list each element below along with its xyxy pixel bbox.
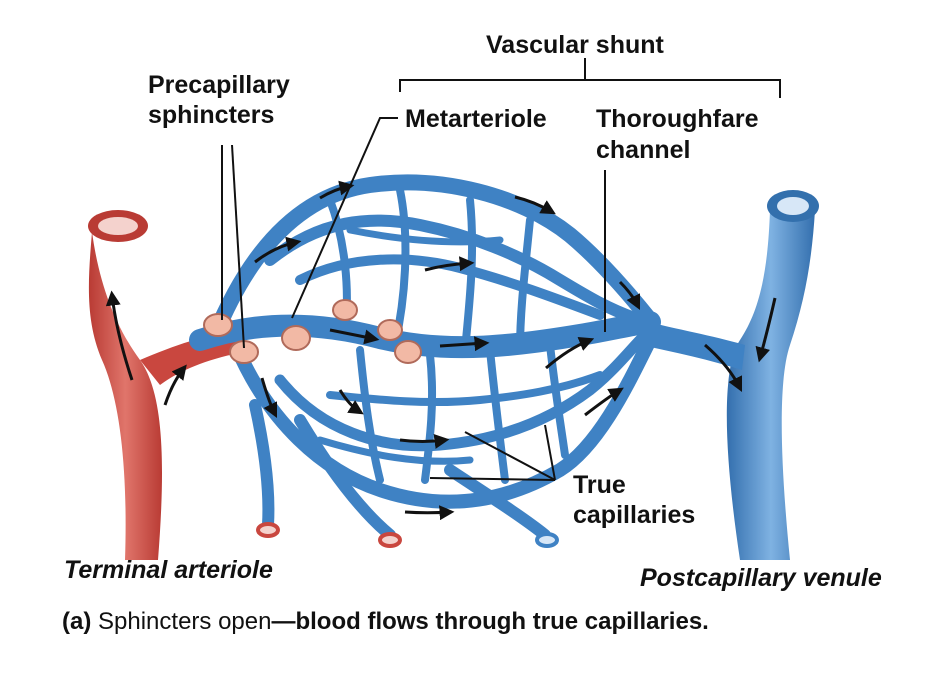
terminal-arteriole-vessel (88, 210, 245, 560)
postcapillary-venule-label: Postcapillary venule (640, 564, 882, 592)
flow-arrow-icon (338, 389, 364, 415)
flow-arrow-icon (584, 387, 624, 417)
flow-arrow-icon (163, 364, 187, 406)
true-capillaries-label-line2: capillaries (573, 501, 696, 529)
precapillary-sphincters-label-line1: Precapillary (148, 71, 290, 99)
precapillary-sphincters (203, 299, 422, 364)
flow-arrow-icon (260, 377, 278, 419)
flow-arrow-icon (514, 195, 556, 215)
leader-lines (221, 58, 781, 481)
caption-tag: (a) (62, 608, 92, 635)
terminal-arteriole-label: Terminal arteriole (64, 556, 273, 584)
metarteriole-label: Metarteriole (405, 105, 547, 133)
thoroughfare-channel-label-line1: Thoroughfare (596, 105, 759, 133)
flow-arrow-icon (254, 236, 302, 264)
thoroughfare-channel-label-line2: channel (596, 136, 691, 164)
flow-arrow-icon (755, 297, 777, 363)
flow-arrow-icon (545, 336, 595, 370)
flow-arrow-icon (399, 433, 450, 449)
vascular-shunt-label: Vascular shunt (486, 31, 664, 59)
flow-arrow-icon (704, 343, 743, 393)
vessel-ends (256, 522, 559, 548)
precapillary-sphincters-label-line2: sphincters (148, 101, 275, 129)
true-capillaries-label-line1: True (573, 471, 626, 499)
vascular-shunt-bracket (399, 79, 781, 98)
flow-arrow-icon (424, 256, 475, 272)
caption-bold: —blood flows through true capillaries. (271, 608, 709, 635)
figure-caption: (a) Sphincters open—blood flows through … (62, 608, 709, 636)
capillary-network (189, 174, 661, 541)
flow-arrow-icon (439, 336, 490, 352)
flow-arrows (105, 180, 777, 521)
flow-arrow-icon (329, 328, 380, 345)
flow-arrow-icon (618, 280, 641, 311)
flow-arrow-icon (404, 505, 455, 521)
caption-normal: Sphincters open (91, 608, 272, 635)
flow-arrow-icon (105, 290, 134, 381)
flow-arrow-icon (319, 180, 355, 200)
